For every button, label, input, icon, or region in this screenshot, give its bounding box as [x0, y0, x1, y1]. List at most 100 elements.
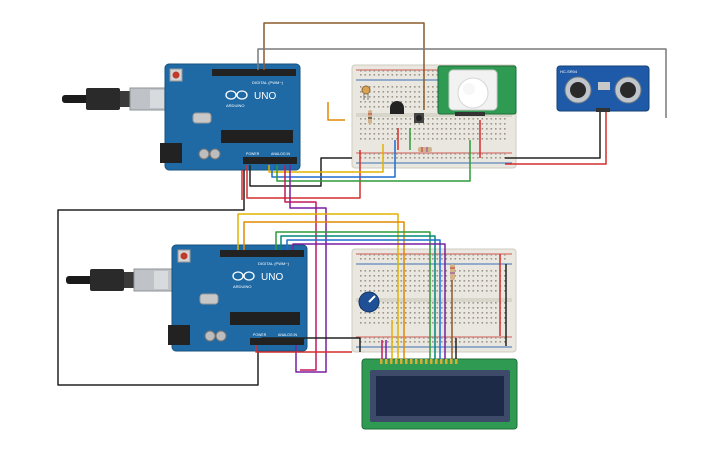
breadboard-hole [391, 254, 394, 256]
breadboard-hole [382, 118, 385, 120]
breadboard-hole [400, 290, 403, 292]
ultrasonic-sensor[interactable]: HC-SR04 [556, 65, 650, 112]
breadboard-hole [445, 258, 448, 260]
breadboard-hole [382, 133, 385, 135]
breadboard-hole [400, 337, 403, 339]
breadboard-hole [418, 341, 421, 343]
arduino-uno-top[interactable]: DIGITAL (PWM~) UNO ARDUINO POWER ANALOG … [160, 63, 301, 171]
transistor [390, 101, 404, 114]
breadboard-hole [378, 337, 380, 339]
breadboard-hole [391, 280, 394, 282]
breadboard-hole [405, 133, 407, 135]
breadboard-hole [468, 341, 470, 343]
breadboard-hole [490, 290, 493, 292]
breadboard-hole [468, 290, 470, 292]
breadboard-hole [364, 133, 367, 135]
arduino-uno-bottom[interactable]: DIGITAL (PWM~) UNO ARDUINO POWER ANALOG … [168, 244, 308, 352]
breadboard-hole [454, 138, 457, 140]
breadboard-hole [382, 337, 385, 339]
breadboard-hole [382, 285, 385, 287]
breadboard-hole [378, 106, 380, 108]
breadboard-hole [396, 337, 398, 339]
breadboard-hole [414, 153, 416, 155]
breadboard-hole [436, 341, 439, 343]
breadboard-hole [378, 118, 380, 120]
breadboard-hole [414, 74, 416, 76]
breadboard-hole [369, 133, 371, 135]
breadboard-hole [468, 153, 470, 155]
breadboard-hole [382, 258, 385, 260]
breadboard-hole [373, 317, 376, 319]
breadboard-hole [364, 280, 367, 282]
breadboard-hole [378, 312, 380, 314]
breadboard-hole [472, 118, 475, 120]
breadboard-hole [450, 280, 452, 282]
reset-button[interactable] [180, 252, 188, 260]
breadboard-hole [418, 74, 421, 76]
breadboard-hole [418, 254, 421, 256]
breadboard-hole [400, 96, 403, 98]
breadboard-hole [504, 270, 506, 272]
pir-sensor[interactable] [437, 65, 517, 116]
uno-logo-text: UNO [254, 91, 276, 102]
breadboard-hole [414, 285, 416, 287]
breadboard-hole [364, 118, 367, 120]
breadboard-hole [445, 123, 448, 125]
lcd-16x2[interactable] [361, 358, 518, 430]
breadboard-hole [459, 312, 461, 314]
breadboard-hole [459, 302, 461, 304]
breadboard-hole [463, 341, 466, 343]
breadboard-hole [382, 312, 385, 314]
breadboard-hole [441, 270, 443, 272]
breadboard-hole [387, 285, 389, 287]
sensor-label: HC-SR04 [560, 69, 578, 74]
breadboard-hole [481, 258, 484, 260]
breadboard-hole [396, 270, 398, 272]
breadboard-hole [490, 157, 493, 159]
breadboard-hole [486, 258, 488, 260]
breadboard-hole [423, 128, 425, 130]
breadboard-hole [423, 302, 425, 304]
breadboard-hole [360, 341, 362, 343]
breadboard-hole [499, 337, 502, 339]
breadboard-hole [468, 280, 470, 282]
potentiometer[interactable] [358, 291, 380, 313]
breadboard-hole [369, 270, 371, 272]
wire-blue-bottom [286, 239, 441, 359]
breadboard-hole [391, 285, 394, 287]
breadboard-hole [373, 280, 376, 282]
breadboard-hole [414, 275, 416, 277]
breadboard-hole [432, 74, 434, 76]
breadboard-hole [396, 86, 398, 88]
lcd-pin [435, 359, 438, 364]
breadboard-hole [405, 153, 407, 155]
breadboard-hole [463, 312, 466, 314]
push-button[interactable] [414, 113, 424, 123]
breadboard-hole [369, 280, 371, 282]
breadboard-hole [445, 270, 448, 272]
breadboard-hole [369, 86, 371, 88]
reset-button[interactable] [172, 71, 180, 79]
breadboard-hole [364, 290, 367, 292]
breadboard-hole [468, 307, 470, 309]
breadboard-hole [459, 317, 461, 319]
breadboard-hole [409, 106, 412, 108]
breadboard-hole [414, 337, 416, 339]
breadboard-hole [378, 258, 380, 260]
breadboard-hole [445, 302, 448, 304]
arduino-logo [225, 90, 248, 100]
breadboard-hole [369, 341, 371, 343]
breadboard-hole [364, 74, 367, 76]
breadboard-hole [454, 254, 457, 256]
breadboard-hole [459, 118, 461, 120]
breadboard-hole [427, 106, 430, 108]
breadboard-hole [427, 307, 430, 309]
breadboard-hole [450, 138, 452, 140]
breadboard-hole [468, 270, 470, 272]
lcd-pin [400, 359, 403, 364]
breadboard-hole [423, 285, 425, 287]
breadboard-hole [382, 106, 385, 108]
breadboard-hole [445, 341, 448, 343]
breadboard-bottom[interactable] [351, 248, 517, 353]
breadboard-hole [400, 157, 403, 159]
